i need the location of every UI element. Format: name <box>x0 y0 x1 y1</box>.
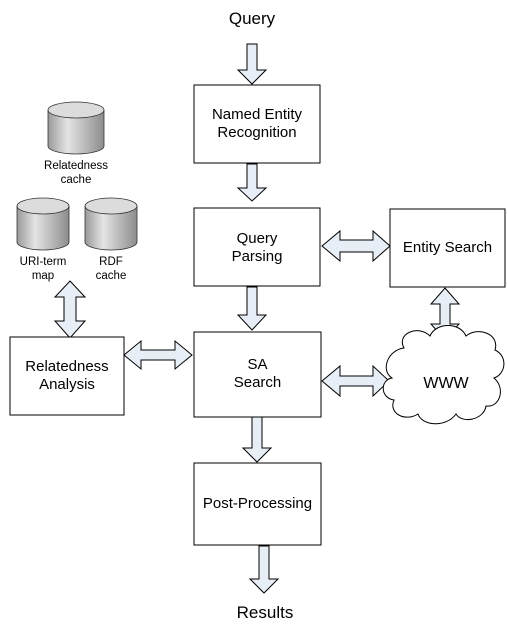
arrow-cache-relatedness <box>53 280 87 339</box>
arrow-ner-to-parsing <box>236 163 268 202</box>
post-processing-text: Post-Processing <box>202 495 313 512</box>
arrow-sa-www <box>321 364 390 398</box>
relatedness-cache-line1: Relatedness <box>44 160 108 172</box>
relatedness-analysis-line1: Relatedness <box>25 358 109 375</box>
named-entity-recognition-box <box>193 84 321 164</box>
named-entity-recognition-text: Named Entity Recognition <box>194 106 320 141</box>
sa-search-box <box>193 331 322 418</box>
entity-search-box <box>389 208 506 288</box>
arrow-sa-to-postprocessing <box>241 416 273 463</box>
results-label: Results <box>236 603 294 622</box>
named-entity-line2: Recognition <box>217 123 297 141</box>
relatedness-analysis-box <box>9 336 125 416</box>
uri-term-map-label: URI-term map <box>8 256 78 283</box>
arrow-query-to-ner <box>236 43 268 85</box>
named-entity-line1: Named Entity <box>211 106 303 123</box>
query-parsing-line2: Parsing <box>231 247 283 265</box>
arrow-relatedness-sa <box>123 339 193 371</box>
post-processing-box <box>193 462 322 546</box>
relatedness-cache-label: Relatedness cache <box>36 160 116 187</box>
query-parsing-text: Query Parsing <box>194 230 320 265</box>
relatedness-analysis-line2: Analysis <box>39 375 95 393</box>
query-parsing-line1: Query <box>236 230 278 247</box>
query-label: Query <box>228 9 276 28</box>
rdf-cache-line1: RDF <box>99 256 123 268</box>
relatedness-cache-cylinder <box>47 101 105 155</box>
rdf-cache-label: RDF cache <box>78 256 144 283</box>
query-parsing-box <box>193 207 321 287</box>
rdf-cache-cylinder <box>84 197 138 251</box>
www-text: WWW <box>423 375 469 392</box>
uri-term-map-line1: URI-term <box>19 256 67 268</box>
uri-term-map-line2: map <box>31 269 55 282</box>
entity-search-text: Entity Search <box>402 239 493 256</box>
sa-search-text: SA Search <box>194 356 321 391</box>
rdf-cache-line2: cache <box>95 269 127 282</box>
www-cloud <box>382 325 505 425</box>
sa-search-line1: SA <box>247 356 268 373</box>
relatedness-cache-line2: cache <box>60 173 92 186</box>
uri-term-map-cylinder <box>16 197 70 251</box>
sa-search-line2: Search <box>233 373 282 391</box>
arrow-postprocessing-to-results <box>248 545 280 594</box>
arrow-parsing-to-sa <box>236 286 268 331</box>
relatedness-analysis-text: Relatedness Analysis <box>10 358 124 393</box>
arrow-parsing-entitysearch <box>321 229 391 263</box>
